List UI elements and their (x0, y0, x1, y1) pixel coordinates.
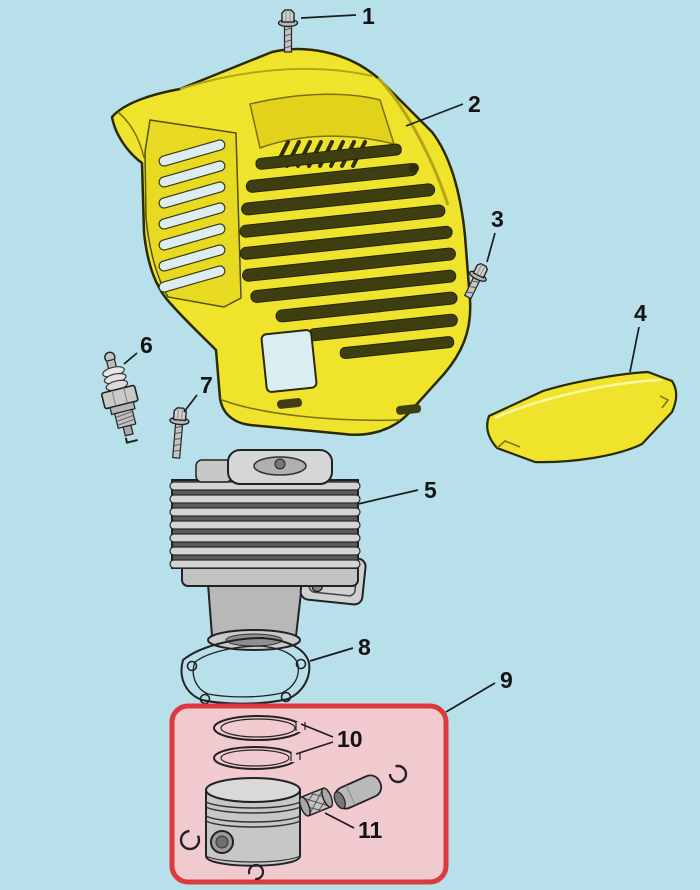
callout-1: 1 (300, 3, 375, 29)
callout-2: 2 (405, 91, 481, 127)
callout-11-label: 11 (358, 817, 383, 843)
wrist-pin-circlip-bottom (247, 863, 265, 881)
callout-4-label: 4 (634, 300, 647, 326)
wrist-pin-part (333, 774, 383, 810)
cover-screw-top-part (277, 9, 299, 53)
cylinder-fins (169, 481, 361, 569)
callout-2-label: 2 (468, 91, 481, 117)
callout-3: 3 (486, 206, 504, 263)
callout-4: 4 (629, 300, 647, 373)
cover-screw-side-part (463, 262, 489, 300)
callout-3-label: 3 (491, 206, 504, 232)
callout-1-label: 1 (362, 3, 375, 29)
needle-bearing-part (298, 787, 334, 817)
callout-10-label: 10 (337, 726, 363, 752)
callout-5-label: 5 (424, 477, 437, 503)
callout-10: 10 (295, 723, 363, 755)
callout-9: 9 (445, 667, 513, 713)
cylinder-part (169, 449, 367, 651)
callout-9-label: 9 (500, 667, 513, 693)
callout-7-label: 7 (200, 372, 213, 398)
callout-11: 11 (324, 812, 383, 843)
piston-part (179, 777, 301, 881)
cylinder-gasket-part (180, 636, 311, 705)
cylinder-screw-part (169, 407, 190, 459)
callout-6-label: 6 (140, 332, 153, 358)
callout-6: 6 (123, 332, 153, 365)
cover-small-hole (409, 163, 419, 173)
cover-front-louvers (239, 143, 458, 360)
callout-7: 7 (183, 372, 213, 413)
cover-left-vent-slats (158, 139, 226, 293)
callout-8-label: 8 (358, 634, 371, 660)
callout-5: 5 (357, 477, 437, 505)
piston-rings-part (213, 715, 306, 770)
callout-8: 8 (309, 634, 371, 662)
wrist-pin-circlip-left (179, 829, 201, 851)
cover-window-opening (260, 329, 318, 393)
cover-plate-part (486, 370, 678, 464)
spark-plug-part (100, 351, 139, 444)
engine-cover-part (110, 47, 472, 436)
wrist-pin-circlip-right (388, 764, 408, 784)
